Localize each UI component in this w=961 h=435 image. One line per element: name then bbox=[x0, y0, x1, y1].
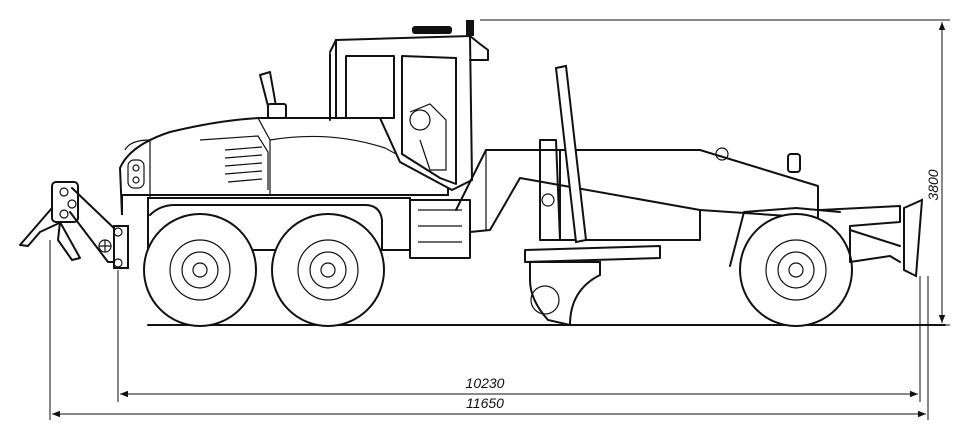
operator-cab bbox=[329, 20, 489, 192]
wheelbase-dimension: 10230 bbox=[117, 270, 921, 402]
rear-wheel-2 bbox=[271, 213, 385, 327]
overall-length-dimension: 11650 bbox=[49, 240, 929, 420]
wheelbase-label: 10230 bbox=[466, 375, 505, 391]
front-wheel bbox=[729, 207, 853, 327]
moldboard-blade bbox=[529, 261, 601, 327]
exhaust-pipe bbox=[259, 71, 287, 119]
rear-wheel-1 bbox=[143, 213, 257, 327]
height-label: 3800 bbox=[925, 169, 941, 200]
front-light bbox=[715, 147, 801, 173]
blade-lift-mast bbox=[524, 64, 661, 263]
rear-ripper bbox=[19, 181, 129, 269]
height-dimension: 3800 bbox=[480, 19, 950, 326]
front-dozer-blade bbox=[819, 198, 924, 278]
overall-length-label: 11650 bbox=[466, 395, 504, 411]
